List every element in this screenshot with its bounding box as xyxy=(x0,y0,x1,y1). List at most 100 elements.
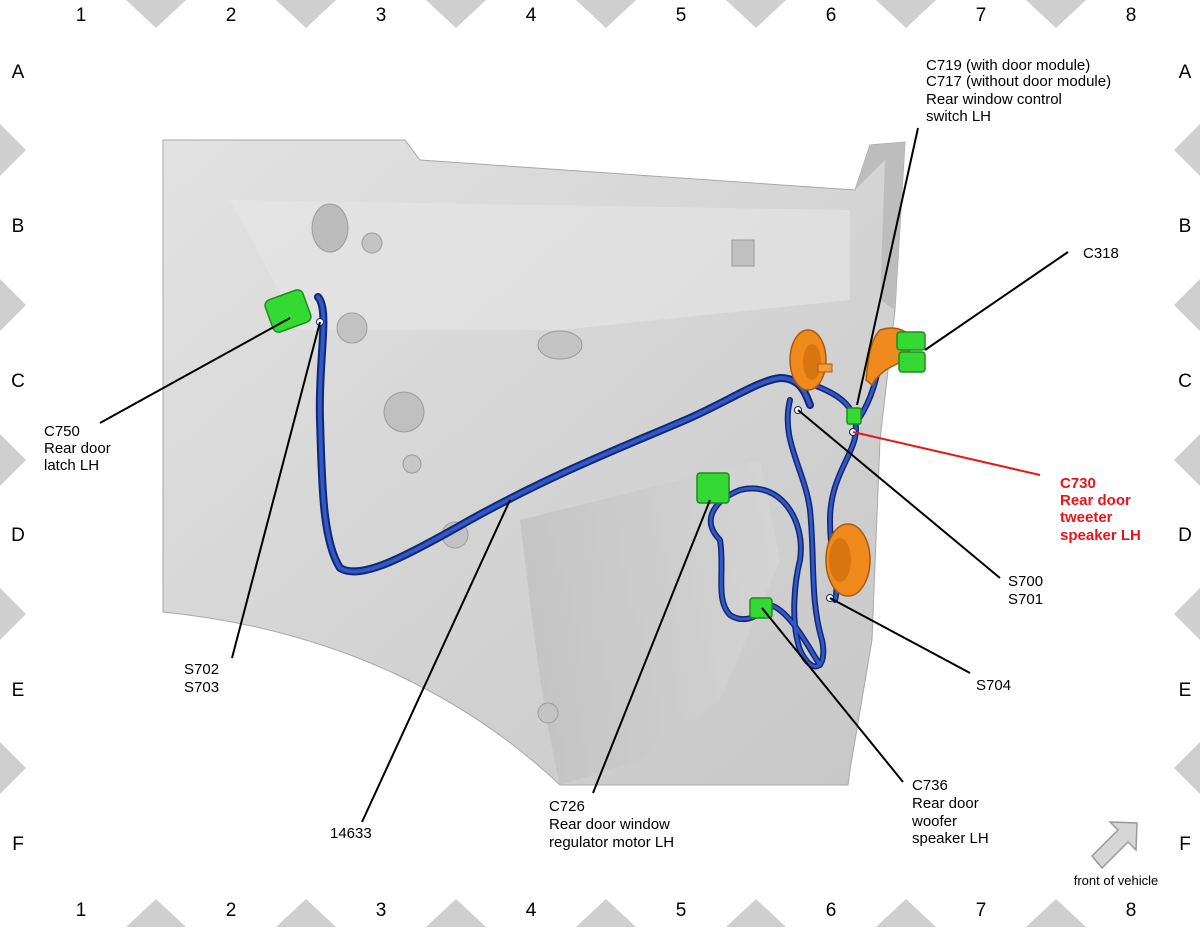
row-right-f: F xyxy=(1179,834,1191,855)
label-14633: 14633 xyxy=(330,825,372,842)
leader-c736 xyxy=(761,607,904,783)
frame-marker-bottom-4 xyxy=(576,899,636,927)
label-c726-line1: Rear door window xyxy=(549,816,670,833)
col-bottom-6: 6 xyxy=(826,900,837,921)
door-panel xyxy=(162,139,906,786)
col-bottom-2: 2 xyxy=(226,900,237,921)
label-switch-line1: Rear window control xyxy=(926,91,1062,108)
leader-s702 xyxy=(231,321,321,659)
label-c750-line2: latch LH xyxy=(44,457,99,474)
row-right-d: D xyxy=(1178,525,1192,546)
frame-marker-left-5 xyxy=(0,742,26,794)
col-top-8: 8 xyxy=(1126,5,1137,26)
frame-marker-bottom-1 xyxy=(126,899,186,927)
panel-hole-4 xyxy=(383,391,425,433)
frame-marker-right-3 xyxy=(1174,434,1200,486)
leader-c730 xyxy=(852,431,1041,476)
leader-14633 xyxy=(361,499,511,823)
col-top-7: 7 xyxy=(976,5,987,26)
label-c730: C730 xyxy=(1060,475,1096,492)
leader-s700 xyxy=(797,409,1001,579)
col-bottom-5: 5 xyxy=(676,900,687,921)
col-bottom-3: 3 xyxy=(376,900,387,921)
panel-hole-7 xyxy=(537,702,559,724)
label-front-of-vehicle: front of vehicle xyxy=(1074,873,1159,888)
tweeter-speaker-stem xyxy=(817,363,833,373)
leader-c719 xyxy=(856,127,919,406)
row-right-e: E xyxy=(1179,680,1192,701)
label-c717: C717 (without door module) xyxy=(926,73,1111,90)
grid-labels: 1 2 3 4 5 6 7 8 1 2 3 4 5 6 7 8 A B C D … xyxy=(11,5,1192,921)
col-top-6: 6 xyxy=(826,5,837,26)
row-right-b: B xyxy=(1179,216,1192,237)
connector-c318-top xyxy=(896,331,926,351)
leader-c318 xyxy=(924,251,1069,351)
label-c726: C726 xyxy=(549,798,585,815)
frame-marker-bottom-7 xyxy=(1026,899,1086,927)
frame-marker-top-1 xyxy=(126,0,186,28)
connector-c730 xyxy=(846,407,862,425)
row-left-f: F xyxy=(12,834,24,855)
col-top-4: 4 xyxy=(526,5,537,26)
leader-lines xyxy=(99,127,1069,823)
front-arrow-icon xyxy=(1090,821,1138,870)
row-right-a: A xyxy=(1179,62,1192,83)
label-c736-line1: Rear door xyxy=(912,795,979,812)
frame-marker-bottom-2 xyxy=(276,899,336,927)
harness-lower-branch-highlight xyxy=(709,398,825,668)
col-bottom-4: 4 xyxy=(526,900,537,921)
row-left-a: A xyxy=(12,62,25,83)
label-s701: S701 xyxy=(1008,591,1043,608)
col-top-3: 3 xyxy=(376,5,387,26)
col-bottom-8: 8 xyxy=(1126,900,1137,921)
woofer-speaker-face xyxy=(829,538,851,582)
connector-c750 xyxy=(264,289,312,333)
leader-c750 xyxy=(99,317,291,424)
label-s704: S704 xyxy=(976,677,1011,694)
label-s703: S703 xyxy=(184,679,219,696)
frame-marker-right-4 xyxy=(1174,588,1200,640)
label-c736: C736 xyxy=(912,777,948,794)
panel-hole-2 xyxy=(361,232,383,254)
label-c750-line1: Rear door xyxy=(44,440,111,457)
harness-main-branch-highlight xyxy=(316,295,812,574)
panel-hole-8 xyxy=(537,330,583,360)
frame-marker-top-7 xyxy=(1026,0,1086,28)
row-left-b: B xyxy=(12,216,25,237)
panel-hole-3 xyxy=(336,312,368,344)
frame-marker-right-1 xyxy=(1174,124,1200,176)
panel-hole-5 xyxy=(402,454,422,474)
row-left-d: D xyxy=(11,525,25,546)
leader-c726 xyxy=(592,499,711,794)
frame-marker-left-1 xyxy=(0,124,26,176)
label-c730-line3: speaker LH xyxy=(1060,527,1141,544)
col-top-5: 5 xyxy=(676,5,687,26)
frame-marker-top-2 xyxy=(276,0,336,28)
door-lower-recess xyxy=(520,460,780,785)
label-c750: C750 xyxy=(44,423,80,440)
label-c730-line1: Rear door xyxy=(1060,492,1131,509)
label-switch-line2: switch LH xyxy=(926,108,991,125)
row-right-c: C xyxy=(1178,371,1192,392)
label-s702: S702 xyxy=(184,661,219,678)
label-c318: C318 xyxy=(1083,245,1119,262)
label-c736-line2: woofer xyxy=(911,813,957,830)
frame-marker-right-2 xyxy=(1174,279,1200,331)
row-left-c: C xyxy=(11,371,25,392)
row-left-e: E xyxy=(12,680,25,701)
frame-marker-left-4 xyxy=(0,588,26,640)
frame-marker-top-5 xyxy=(726,0,786,28)
frame-marker-right-5 xyxy=(1174,742,1200,794)
tweeter-speaker-face xyxy=(803,344,821,380)
col-top-1: 1 xyxy=(76,5,87,26)
frame-marker-bottom-3 xyxy=(426,899,486,927)
label-c719: C719 (with door module) xyxy=(926,57,1090,74)
connector-c318-bottom xyxy=(898,351,926,373)
col-bottom-1: 1 xyxy=(76,900,87,921)
door-upper-shelf xyxy=(230,200,850,330)
label-c736-line3: speaker LH xyxy=(912,830,989,847)
leader-s704 xyxy=(829,597,971,674)
frame-marker-top-6 xyxy=(876,0,936,28)
